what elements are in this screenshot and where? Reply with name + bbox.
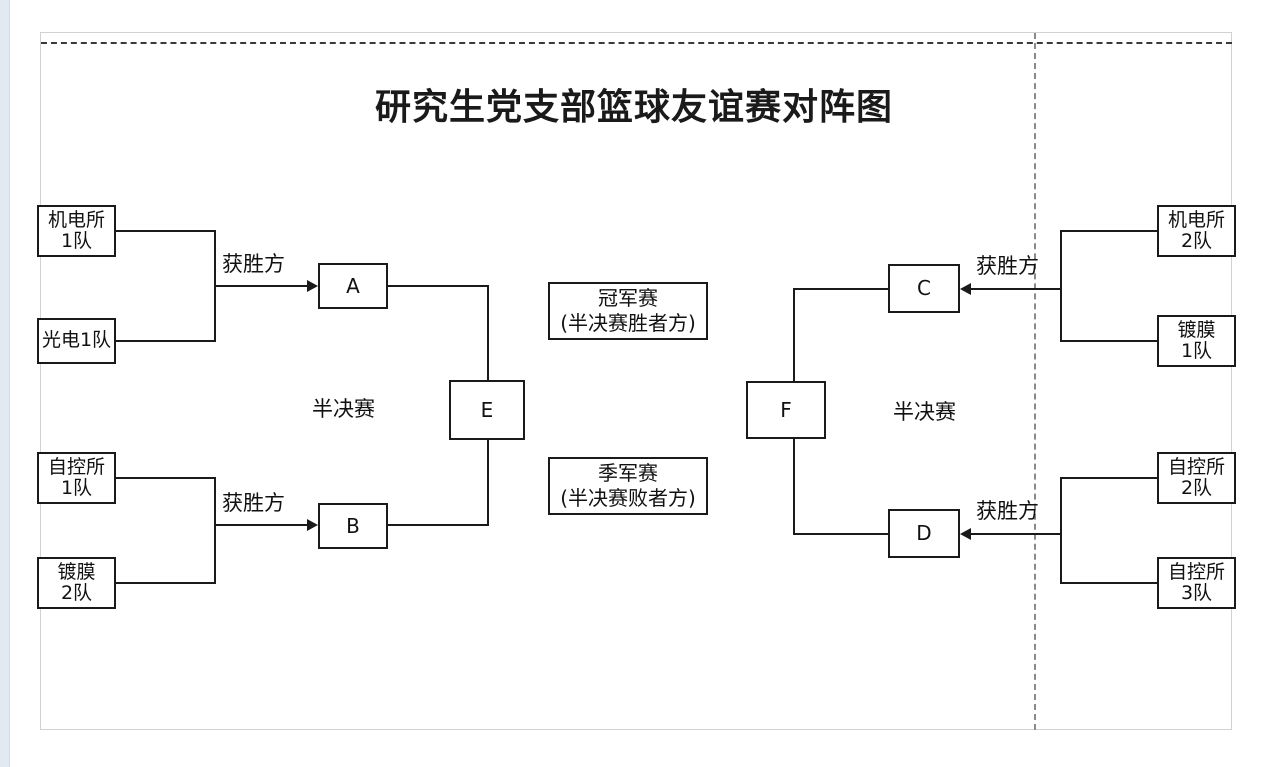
third-place-label-line2: (半决赛败者方) bbox=[560, 486, 696, 510]
connector-left-to-a bbox=[214, 285, 309, 287]
team-label-line1: 机电所 bbox=[1167, 208, 1225, 231]
winner-label-right-bottom: 获胜方 bbox=[976, 499, 1039, 523]
connector-left-4-h bbox=[116, 582, 216, 584]
page-title: 研究生党支部篮球友谊赛对阵图 bbox=[374, 87, 893, 128]
match-label: B bbox=[346, 513, 360, 538]
connector-d-to-f-v bbox=[793, 438, 795, 534]
connector-b-to-e-h bbox=[388, 524, 489, 526]
match-box-d[interactable]: D bbox=[888, 509, 960, 558]
connector-right-2-h bbox=[1060, 340, 1159, 342]
arrow-left-to-d bbox=[960, 528, 971, 540]
connector-left-to-b bbox=[214, 524, 309, 526]
connector-left-1-h bbox=[116, 230, 216, 232]
match-label: C bbox=[917, 276, 931, 300]
team-label-line2: 1队 bbox=[60, 230, 93, 252]
third-place-box[interactable]: 季军赛 (半决赛败者方) bbox=[548, 457, 708, 515]
winner-label-left-top: 获胜方 bbox=[222, 252, 285, 276]
team-label-line1: 机电所 bbox=[47, 208, 105, 231]
arrow-left-to-c bbox=[960, 283, 971, 295]
connector-right-top-v bbox=[1060, 230, 1062, 342]
championship-box[interactable]: 冠军赛 (半决赛胜者方) bbox=[548, 282, 708, 340]
championship-label-line2: (半决赛胜者方) bbox=[560, 311, 696, 335]
connector-right-1-h bbox=[1060, 230, 1159, 232]
team-label-line1: 自控所 bbox=[47, 455, 105, 478]
connector-left-bottom-v bbox=[214, 477, 216, 584]
window-edge-strip bbox=[0, 0, 10, 767]
stage-label-left: 半决赛 bbox=[312, 397, 375, 421]
match-label: A bbox=[346, 273, 360, 298]
arrow-right-to-a bbox=[307, 280, 318, 292]
match-box-b[interactable]: B bbox=[318, 503, 388, 549]
connector-c-to-f-h bbox=[793, 288, 889, 290]
team-box-left-3[interactable]: 自控所 1队 bbox=[37, 452, 116, 504]
connector-d-to-f-h bbox=[793, 533, 889, 535]
team-label-line1: 自控所 bbox=[1167, 560, 1225, 583]
connector-right-to-d bbox=[971, 533, 1062, 535]
vertical-margin-guide bbox=[1034, 33, 1036, 730]
championship-label-line1: 冠军赛 bbox=[598, 286, 658, 310]
connector-left-3-h bbox=[116, 477, 216, 479]
final-label: E bbox=[480, 397, 494, 422]
connector-right-4-h bbox=[1060, 582, 1159, 584]
team-box-right-4[interactable]: 自控所 3队 bbox=[1157, 557, 1236, 609]
connector-right-to-c bbox=[971, 288, 1062, 290]
final-box-f[interactable]: F bbox=[746, 381, 826, 439]
connector-c-to-f-v bbox=[793, 288, 795, 383]
document-page bbox=[40, 32, 1232, 730]
team-label-line2: 2队 bbox=[1180, 477, 1213, 499]
team-box-left-1[interactable]: 机电所 1队 bbox=[37, 205, 116, 257]
team-label-line2: 1队 bbox=[60, 477, 93, 499]
team-box-right-3[interactable]: 自控所 2队 bbox=[1157, 452, 1236, 504]
stage-label-right: 半决赛 bbox=[893, 400, 956, 424]
team-box-left-4[interactable]: 镀膜 2队 bbox=[37, 557, 116, 609]
connector-right-3-h bbox=[1060, 477, 1159, 479]
connector-a-to-e-h bbox=[388, 285, 489, 287]
team-box-left-2[interactable]: 光电1队 bbox=[37, 318, 116, 364]
connector-right-bottom-v bbox=[1060, 477, 1062, 584]
arrow-right-to-b bbox=[307, 519, 318, 531]
team-label-line2: 2队 bbox=[60, 582, 93, 604]
connector-a-to-e-v bbox=[487, 285, 489, 381]
team-label-line2: 2队 bbox=[1180, 230, 1213, 252]
team-label-line2: 1队 bbox=[1180, 340, 1213, 362]
team-box-right-2[interactable]: 镀膜 1队 bbox=[1157, 315, 1236, 367]
final-box-e[interactable]: E bbox=[449, 380, 525, 440]
winner-label-left-bottom: 获胜方 bbox=[222, 491, 285, 515]
team-label-line2: 3队 bbox=[1180, 582, 1213, 604]
team-label-line1: 光电1队 bbox=[41, 329, 112, 352]
final-label: F bbox=[780, 397, 792, 422]
team-label-line1: 镀膜 bbox=[57, 560, 96, 583]
match-label: D bbox=[916, 521, 932, 545]
horizontal-margin-guide bbox=[41, 42, 1232, 44]
connector-b-to-e-v bbox=[487, 440, 489, 526]
team-label-line1: 自控所 bbox=[1167, 455, 1225, 478]
connector-left-2-h bbox=[116, 340, 216, 342]
winner-label-right-top: 获胜方 bbox=[976, 254, 1039, 278]
match-box-a[interactable]: A bbox=[318, 263, 388, 309]
team-box-right-1[interactable]: 机电所 2队 bbox=[1157, 205, 1236, 257]
team-label-line1: 镀膜 bbox=[1177, 318, 1216, 341]
match-box-c[interactable]: C bbox=[888, 264, 960, 313]
third-place-label-line1: 季军赛 bbox=[598, 461, 658, 485]
